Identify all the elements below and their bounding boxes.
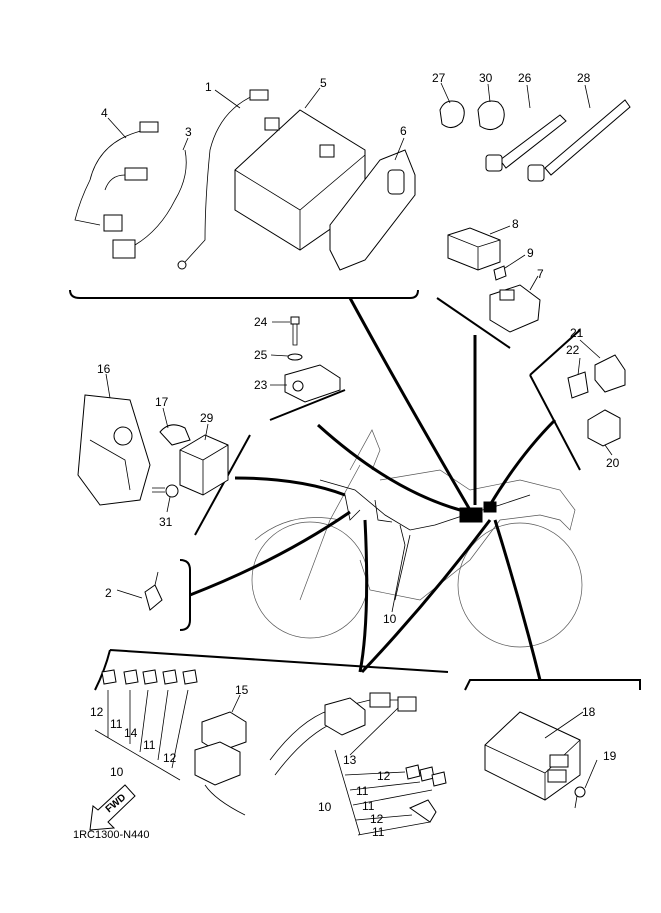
harness-leader-lines (189, 297, 557, 681)
callout-17: 17 (155, 395, 169, 409)
callout-10-bottom-left: 10 (110, 765, 124, 779)
callout-8: 8 (512, 217, 519, 231)
callout-10-bottom-center: 10 (318, 800, 332, 814)
motorcycle-outline (251, 429, 583, 648)
callout-2: 2 (105, 586, 112, 600)
box-part16 (77, 394, 151, 506)
callout-28: 28 (577, 71, 591, 85)
terminal-caps-row (101, 669, 198, 685)
coupler-harness-bottom-left (194, 741, 246, 816)
callout-27: 27 (432, 71, 446, 85)
callout-25: 25 (254, 348, 268, 362)
callout-13: 13 (343, 753, 357, 767)
group-bracket-part2 (179, 559, 191, 631)
battery-cable-part1 (177, 89, 269, 270)
clamp-part17 (159, 424, 191, 446)
callout-14: 14 (124, 726, 138, 740)
fwd-arrow-icon: FWD (89, 784, 136, 831)
sensor-lead-part3 (104, 149, 187, 259)
bolt-part9 (493, 265, 507, 281)
callout-11-a: 11 (110, 717, 123, 731)
washer-part25 (287, 353, 303, 361)
callout-30: 30 (479, 71, 493, 85)
callout-11-d: 11 (362, 799, 375, 813)
group-bracket-bottom-right (464, 679, 641, 691)
callout-11-e: 11 (372, 825, 385, 839)
connector-part22 (567, 371, 589, 399)
callout-9: 9 (527, 246, 534, 260)
clip-part30 (477, 100, 505, 130)
callout-19: 19 (603, 749, 617, 763)
screw-part24 (290, 316, 300, 346)
sensor-lead-part4 (74, 121, 159, 232)
callout-24: 24 (254, 315, 268, 329)
caps-bottom-center (405, 764, 447, 823)
callout-18: 18 (582, 705, 596, 719)
module-part29 (179, 434, 229, 496)
group-bracket-sensor (269, 389, 346, 421)
wire-harness (319, 479, 531, 601)
callout-26: 26 (518, 71, 532, 85)
cable-tie-part28 (527, 99, 631, 182)
callout-16: 16 (97, 362, 111, 376)
group-bracket-bottom-left (94, 649, 449, 691)
callout-12-d: 12 (370, 812, 384, 826)
sensor-part2 (144, 571, 163, 611)
connector-part20 (587, 409, 621, 447)
callout-20: 20 (606, 456, 620, 470)
harness-bottom-center (269, 692, 417, 776)
callout-12-b: 12 (163, 751, 177, 765)
group-bracket-ecu-box (194, 434, 251, 536)
coupler-part15 (201, 711, 247, 753)
bolt-part19 (574, 786, 586, 809)
callout-31: 31 (159, 515, 173, 529)
connector-part21 (594, 354, 626, 393)
callout-11-c: 11 (356, 784, 369, 798)
callout-12-a: 12 (90, 705, 104, 719)
diagram-code: 1RC1300-N440 (73, 829, 149, 841)
callout-6: 6 (400, 124, 407, 138)
callout-10-harness: 10 (383, 612, 397, 626)
callout-5: 5 (320, 76, 327, 90)
sensor-part23 (284, 364, 341, 403)
callout-22: 22 (566, 343, 580, 357)
leader-tree-bottom-center (334, 749, 433, 836)
callout-23: 23 (254, 378, 268, 392)
group-bracket-connectors (529, 329, 581, 471)
callout-21: 21 (570, 326, 584, 340)
bolt-part31 (152, 484, 179, 498)
ecu-part18 (484, 711, 581, 801)
callout-4: 4 (101, 106, 108, 120)
callout-3: 3 (185, 125, 192, 139)
callout-29: 29 (200, 411, 214, 425)
callout-labels: 1 2 3 4 5 6 7 8 9 10 10 10 11 11 11 11 1… (90, 71, 620, 839)
group-bracket-relay (436, 297, 511, 349)
callout-7: 7 (537, 267, 544, 281)
relay-part8 (447, 227, 501, 271)
battery-cover-part6 (329, 149, 416, 271)
group-bracket-battery (69, 289, 419, 299)
clip-part27 (439, 100, 465, 128)
callout-12-c: 12 (377, 769, 391, 783)
callout-leaders (105, 82, 613, 789)
callout-1: 1 (205, 80, 212, 94)
cable-tie-part26 (485, 114, 567, 172)
relay-part7 (489, 284, 541, 333)
callout-15: 15 (235, 683, 249, 697)
callout-11-b: 11 (143, 738, 156, 752)
leader-tree-bottom-left (94, 689, 189, 781)
